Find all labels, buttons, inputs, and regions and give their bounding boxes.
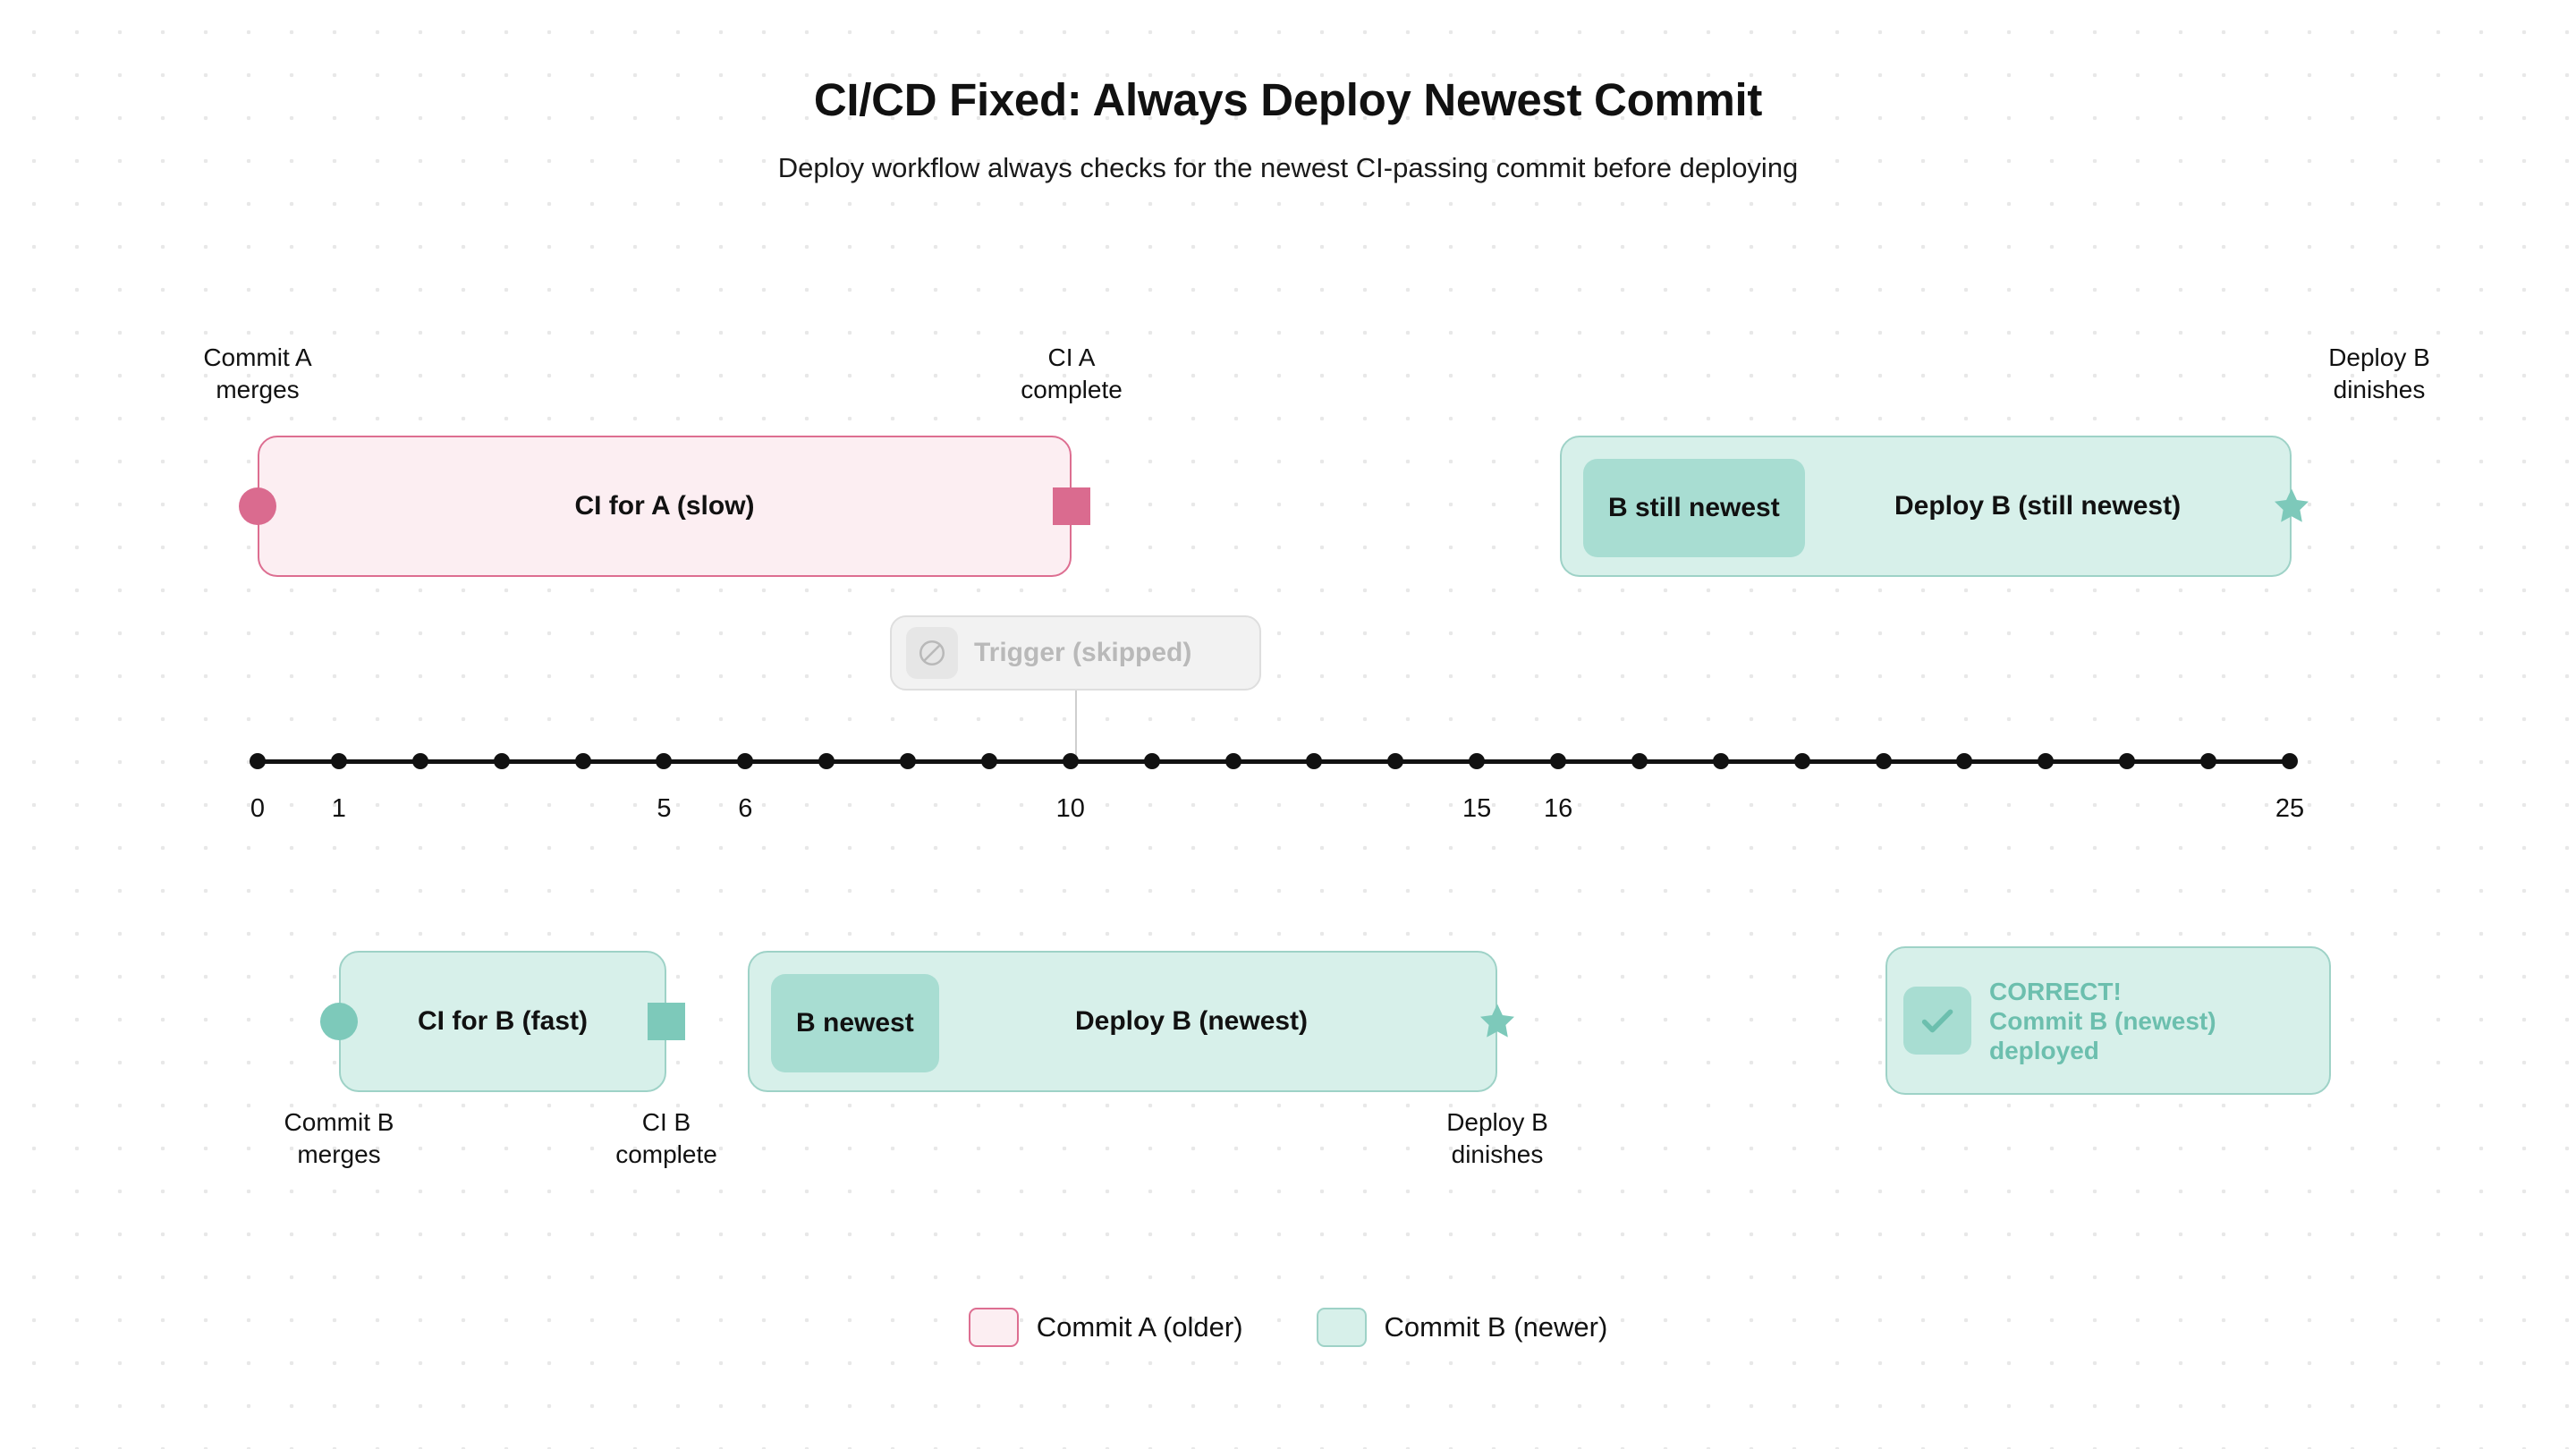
bar-ci-for-a[interactable]: CI for A (slow) bbox=[258, 436, 1072, 577]
timeline-tick bbox=[818, 753, 835, 769]
group-deploy-b-newest-label: Deploy B (newest) bbox=[1075, 1006, 1309, 1036]
group-deploy-b-still-newest-label: Deploy B (still newest) bbox=[1894, 491, 2182, 521]
marker-ci-a-complete bbox=[1053, 487, 1090, 525]
timeline-tick bbox=[2038, 753, 2055, 769]
pill-b-newest-label: B newest bbox=[796, 1008, 914, 1038]
marker-commit-b-merges bbox=[320, 1003, 358, 1040]
no-entry-icon bbox=[906, 627, 958, 679]
timeline-tick-label: 1 bbox=[331, 794, 346, 823]
timeline-tick-label: 10 bbox=[1055, 794, 1085, 823]
timeline-tick bbox=[330, 753, 347, 769]
timeline-tick-label: 15 bbox=[1462, 794, 1492, 823]
timeline-tick bbox=[2119, 753, 2136, 769]
annotation-ci-b-complete: CI B complete bbox=[615, 1108, 717, 1168]
timeline-tick bbox=[1469, 753, 1486, 769]
timeline-tick bbox=[1550, 753, 1567, 769]
bar-ci-for-b-label: CI for B (fast) bbox=[418, 1006, 588, 1036]
trigger-skipped-label: Trigger (skipped) bbox=[974, 638, 1192, 667]
timeline-tick bbox=[1387, 753, 1404, 769]
timeline-tick bbox=[1224, 753, 1241, 769]
connector-trigger-to-timeline bbox=[1075, 691, 1077, 760]
legend-item-commit-a: Commit A (older) bbox=[968, 1308, 1243, 1347]
timeline-tick-label: 16 bbox=[1543, 794, 1573, 823]
timeline-tick bbox=[980, 753, 997, 769]
verdict-text: CORRECT! Commit B (newest) deployed bbox=[1989, 977, 2216, 1064]
timeline-tick bbox=[1143, 753, 1160, 769]
bar-ci-for-a-label: CI for A (slow) bbox=[574, 491, 755, 521]
timeline-tick bbox=[1306, 753, 1323, 769]
timeline-tick bbox=[411, 753, 428, 769]
bar-ci-for-b[interactable]: CI for B (fast) bbox=[339, 951, 666, 1092]
verdict-callout: CORRECT! Commit B (newest) deployed bbox=[1885, 946, 2331, 1095]
marker-commit-a-merges bbox=[239, 487, 276, 525]
timeline-tick-label: 6 bbox=[738, 794, 753, 823]
timeline-tick-label: 25 bbox=[2275, 794, 2305, 823]
timeline-tick bbox=[737, 753, 754, 769]
group-deploy-b-still-newest[interactable]: B still newest Deploy B (still newest) bbox=[1560, 436, 2292, 577]
timeline-tick bbox=[900, 753, 917, 769]
timeline-tick bbox=[1956, 753, 1973, 769]
page-subtitle: Deploy workflow always checks for the ne… bbox=[777, 152, 1799, 183]
legend-label-commit-b: Commit B (newer) bbox=[1384, 1311, 1608, 1343]
legend-swatch-commit-a bbox=[968, 1308, 1019, 1347]
timeline-tick bbox=[1712, 753, 1729, 769]
pill-b-still-newest: B still newest bbox=[1583, 459, 1805, 557]
timeline-axis bbox=[258, 759, 2290, 764]
timeline-tick bbox=[2282, 753, 2298, 769]
pill-b-newest: B newest bbox=[771, 974, 939, 1072]
timeline-tick bbox=[2200, 753, 2217, 769]
pill-b-still-newest-label: B still newest bbox=[1608, 493, 1780, 522]
timeline-tick bbox=[1793, 753, 1810, 769]
marker-ci-b-complete bbox=[648, 1003, 685, 1040]
group-deploy-b-newest[interactable]: B newest Deploy B (newest) bbox=[748, 951, 1497, 1092]
check-icon bbox=[1903, 987, 1971, 1055]
annotation-deploy-b-dinishes-bottom: Deploy B dinishes bbox=[1446, 1108, 1548, 1168]
box-trigger-skipped[interactable]: Trigger (skipped) bbox=[890, 615, 1261, 691]
timeline-tick bbox=[250, 753, 266, 769]
annotation-ci-a-complete: CI A complete bbox=[1021, 343, 1123, 403]
annotation-deploy-b-dinishes-top: Deploy B dinishes bbox=[2328, 343, 2430, 403]
marker-deploy-b-dinishes-bottom bbox=[1480, 1004, 1514, 1038]
page-title: CI/CD Fixed: Always Deploy Newest Commit bbox=[813, 74, 1763, 125]
legend-swatch-commit-b bbox=[1316, 1308, 1367, 1347]
timeline-tick bbox=[1631, 753, 1648, 769]
timeline-tick bbox=[1062, 753, 1079, 769]
legend: Commit A (older) Commit B (newer) bbox=[0, 1308, 2576, 1347]
legend-label-commit-a: Commit A (older) bbox=[1036, 1311, 1243, 1343]
timeline-tick bbox=[493, 753, 510, 769]
annotation-commit-a-merges: Commit A merges bbox=[203, 343, 312, 403]
timeline-tick-label: 0 bbox=[250, 794, 266, 823]
marker-deploy-b-dinishes-top bbox=[2275, 488, 2309, 522]
annotation-commit-b-merges: Commit B merges bbox=[284, 1108, 394, 1168]
timeline-tick bbox=[574, 753, 591, 769]
timeline-tick-label: 5 bbox=[657, 794, 672, 823]
timeline-tick bbox=[656, 753, 673, 769]
legend-item-commit-b: Commit B (newer) bbox=[1316, 1308, 1608, 1347]
timeline-tick bbox=[1875, 753, 1892, 769]
